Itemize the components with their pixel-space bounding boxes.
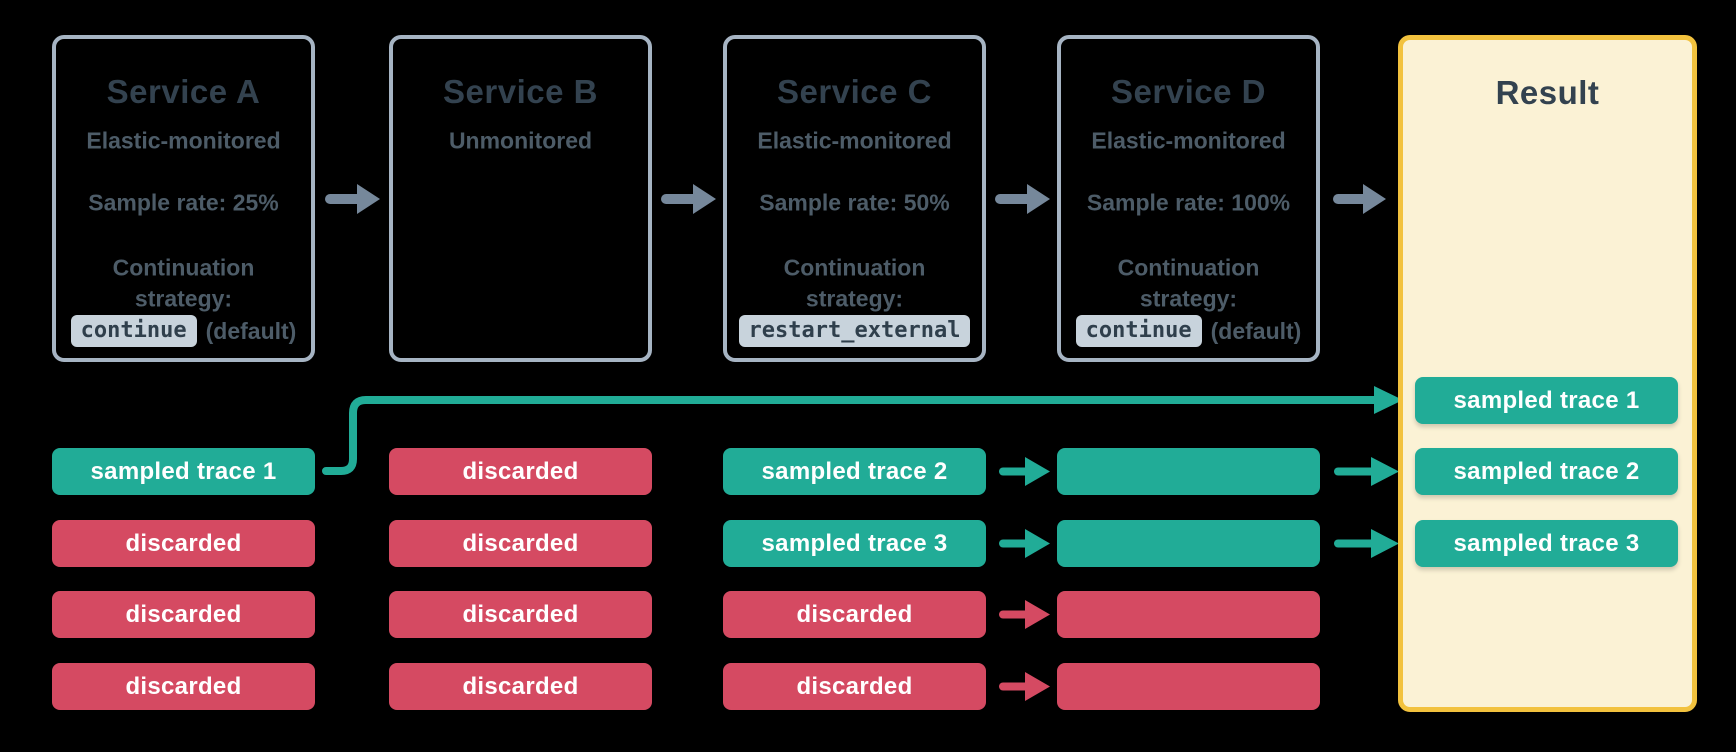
trace-pill: discarded [389,591,652,638]
strategy-default-note: (default) [205,317,297,344]
result-title: Result [1495,74,1600,111]
service-b-title: Service B [443,73,598,110]
service-c-sample-rate-label: Sample rate: 50% [759,189,950,216]
strategy-default-note: (default) [1210,317,1302,344]
trace-pill: sampled trace 2 [723,448,986,495]
trace-pill: discarded [389,448,652,495]
trace-pill: discarded [389,663,652,710]
service-d-strategy-label: strategy: [1139,285,1238,312]
service-c-continuation-label: Continuation [783,254,926,281]
strategy-code-badge: continue [1075,315,1202,347]
service-c-monitoring-label: Elastic-monitored [757,127,952,154]
service-b-monitoring-label: Unmonitored [448,127,593,154]
service-a-sample-rate-label: Sample rate: 25% [88,189,279,216]
trace-pill [1057,520,1320,567]
service-a-strategy-label: strategy: [134,285,233,312]
service-d-sample-rate-label: Sample rate: 100% [1086,189,1291,216]
trace-pill: sampled trace 1 [52,448,315,495]
service-box-c: Service C Elastic-monitored Sample rate:… [723,35,986,362]
service-a-strategy-value: continue (default) [56,315,311,347]
service-d-monitoring-label: Elastic-monitored [1091,127,1286,154]
service-a-title: Service A [106,73,261,110]
result-box: Result [1398,35,1697,712]
service-c-strategy-value: restart_external [727,315,982,347]
result-pill: sampled trace 2 [1415,448,1678,495]
service-a-continuation-label: Continuation [112,254,255,281]
trace-pill [1057,591,1320,638]
service-c-strategy-label: strategy: [805,285,904,312]
strategy-code-badge: continue [70,315,197,347]
trace-pill: discarded [52,663,315,710]
trace-pill [1057,448,1320,495]
trace-pill: discarded [389,520,652,567]
trace-pill: sampled trace 3 [723,520,986,567]
trace-pill [1057,663,1320,710]
service-c-title: Service C [777,73,932,110]
trace-pill: discarded [52,591,315,638]
trace-pill: discarded [723,663,986,710]
service-a-monitoring-label: Elastic-monitored [86,127,281,154]
result-pill: sampled trace 1 [1415,377,1678,424]
service-d-strategy-value: continue (default) [1061,315,1316,347]
trace-pill: discarded [52,520,315,567]
result-pill: sampled trace 3 [1415,520,1678,567]
trace-pill: discarded [723,591,986,638]
service-d-title: Service D [1111,73,1266,110]
service-box-d: Service D Elastic-monitored Sample rate:… [1057,35,1320,362]
service-box-a: Service A Elastic-monitored Sample rate:… [52,35,315,362]
service-d-continuation-label: Continuation [1117,254,1260,281]
strategy-code-badge: restart_external [738,315,971,347]
service-box-b: Service B Unmonitored [389,35,652,362]
